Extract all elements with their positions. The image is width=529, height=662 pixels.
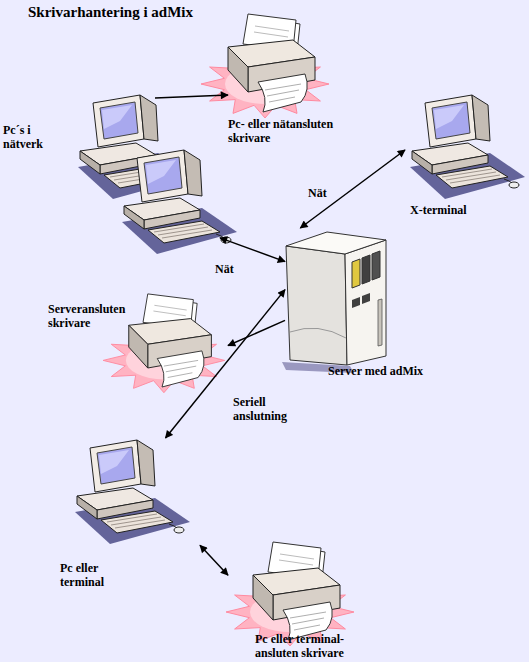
printer-illustration: [226, 542, 354, 646]
node-label: Pc- eller nätansluten skrivare: [228, 117, 346, 145]
connector-arrow: [228, 320, 285, 345]
node-label: Server med adMix: [328, 364, 423, 378]
connector-arrow: [220, 238, 285, 262]
connector-arrow: [200, 545, 228, 575]
connector-label: Nät: [308, 186, 327, 200]
admix-server: Server med adMix: [285, 228, 387, 368]
computer-illustration: [410, 95, 525, 199]
x-terminal: X-terminal: [405, 95, 517, 195]
terminal-printer: Pc eller terminal- ansluten skrivare: [228, 540, 360, 635]
node-label: X-terminal: [410, 203, 467, 217]
connector-arrow: [155, 95, 228, 98]
network-printer: Pc- eller nätansluten skrivare: [228, 15, 330, 115]
connector-label: Nät: [215, 262, 234, 276]
node-label: Pc´s i nätverk: [3, 123, 53, 151]
node-label: Serveransluten skrivare: [48, 302, 133, 330]
computer-illustration: [122, 150, 237, 254]
server-illustration: [282, 232, 386, 373]
networked-pcs: Pc´s i nätverk: [90, 98, 220, 250]
terminal-pc: Pc eller terminal: [62, 438, 200, 560]
printer-illustration: [201, 14, 329, 118]
diagram-title: Skrivarhantering i adMix: [28, 3, 193, 21]
computer-illustration: [75, 440, 190, 544]
node-label: Pc eller terminal- ansluten skrivare: [255, 632, 349, 660]
connector-label: Seriell anslutning: [233, 395, 295, 423]
server-printer: Serveransluten skrivare: [108, 292, 228, 395]
connector-arrow: [300, 150, 405, 228]
node-label: Pc eller terminal: [60, 561, 110, 589]
